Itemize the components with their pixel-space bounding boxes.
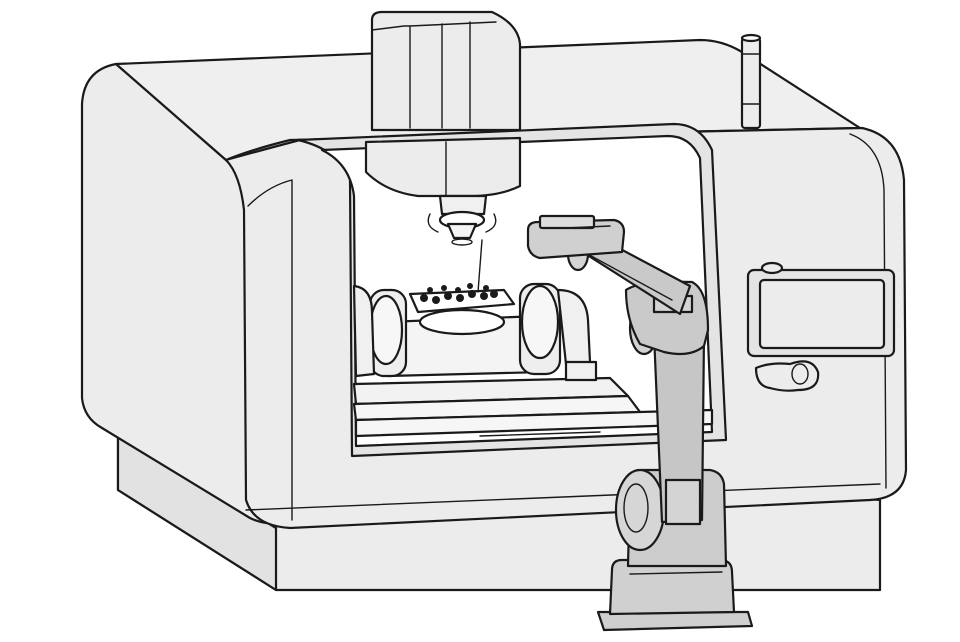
right-trunnion-disk <box>520 284 560 360</box>
spindle-top-edge <box>371 21 497 31</box>
cabinet-right-edge <box>849 133 887 489</box>
tool-tip <box>451 238 473 246</box>
cabinet-edge-curve <box>247 179 293 521</box>
emergency-stop <box>760 261 784 275</box>
left-support <box>352 284 376 378</box>
table-rail-2 <box>354 408 714 438</box>
robot-gripper-line <box>565 225 611 229</box>
robot-forearm-line <box>583 251 673 301</box>
machine-table <box>352 376 714 438</box>
robot-arm <box>526 214 754 632</box>
left-trunnion-disk <box>368 294 404 366</box>
workpiece-parts <box>420 283 498 304</box>
spindle-nose <box>438 194 488 216</box>
panel-handle <box>754 360 820 392</box>
tool-holder <box>446 222 478 240</box>
spindle-head <box>364 10 522 246</box>
workpiece-dish <box>418 308 506 336</box>
panel-handle-knob <box>791 363 809 385</box>
support-block <box>564 360 598 382</box>
robot-gripper-jaw <box>538 214 596 230</box>
control-panel <box>746 261 896 392</box>
robot-lower-arm-plate <box>664 478 702 526</box>
coolant-line <box>477 239 483 293</box>
work-area <box>296 122 728 458</box>
spindle-column-top <box>370 10 522 132</box>
robot-shoulder-hub <box>623 483 649 533</box>
robot-pedestal <box>608 558 736 616</box>
coolant-nozzle <box>427 213 497 233</box>
signal-tower-cap <box>740 33 762 43</box>
spindle-housing <box>364 136 522 198</box>
cabinet-bottom-edge <box>245 483 881 511</box>
table-line <box>479 431 601 437</box>
workpiece <box>408 283 516 336</box>
robot-pedestal-line <box>629 571 723 575</box>
signal-tower-body <box>740 36 762 130</box>
right-support <box>556 288 592 366</box>
robot-shoulder-disk <box>614 468 666 552</box>
control-panel-screen <box>758 278 886 350</box>
signal-tower <box>740 33 762 130</box>
rotary-fixture <box>352 282 598 382</box>
robot-gripper <box>526 218 626 260</box>
